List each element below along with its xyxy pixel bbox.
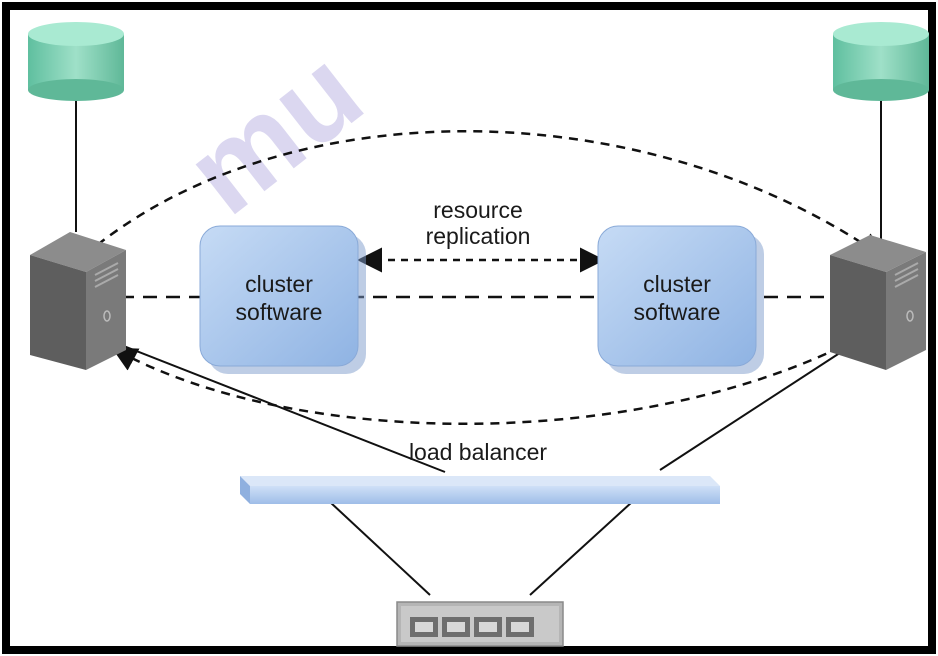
load-balancer-label: load balancer (409, 439, 547, 465)
left-database-icon (28, 22, 124, 101)
lb-left-network-link (329, 501, 431, 596)
left-cluster-software-box: cluster software (199, 225, 366, 374)
lb-right-network-link (529, 501, 633, 596)
load-balancer-bar (240, 476, 720, 504)
left-server-network-link (115, 342, 446, 473)
right-cluster-label-line1: cluster (643, 271, 711, 297)
left-cluster-label-line1: cluster (245, 271, 313, 297)
right-database-icon (833, 22, 929, 101)
top-dashed-arc (84, 130, 885, 258)
replication-label-line1: resource (433, 197, 522, 223)
left-server-icon (30, 232, 126, 370)
right-cluster-label-line2: software (634, 299, 721, 325)
left-cluster-label-line2: software (236, 299, 323, 325)
right-server-icon (830, 235, 926, 370)
right-cluster-software-box: cluster software (597, 225, 764, 374)
network-switch-icon (396, 601, 564, 647)
replication-label-line2: replication (426, 223, 531, 249)
right-server-network-link (659, 344, 853, 471)
